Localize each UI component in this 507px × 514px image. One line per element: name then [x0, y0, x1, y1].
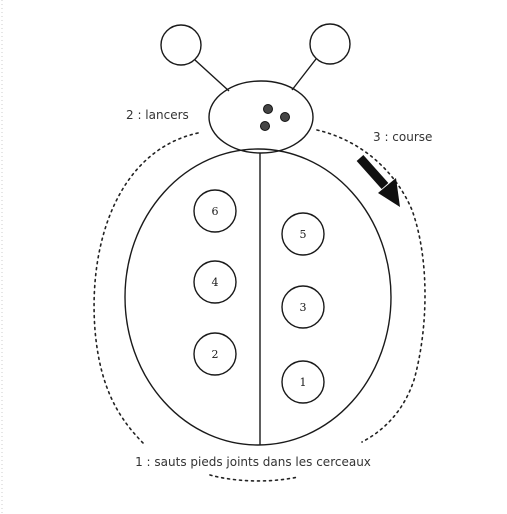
hoop-number-4: 4: [212, 276, 219, 289]
hoop-number-5: 5: [300, 228, 307, 241]
hoop-number-1: 1: [300, 376, 307, 389]
hoop-number-2: 2: [212, 348, 219, 361]
ladybug-body: [124, 148, 392, 446]
course-path: [93, 129, 426, 482]
antenna-ball-right: [309, 23, 351, 65]
antenna-stalk-right: [291, 58, 317, 91]
antenna-ball-left: [160, 24, 202, 66]
label-run: 3 : course: [373, 130, 432, 144]
antennae: [160, 23, 351, 92]
body-outline: [124, 148, 392, 446]
course-path-bottom: [209, 474, 299, 482]
hoop-2: [193, 332, 237, 376]
hoop-5: [281, 212, 325, 256]
hoop-4: [193, 260, 237, 304]
course-path-left: [93, 132, 199, 446]
ladybug-head: [208, 80, 314, 154]
hoop-number-3: 3: [300, 301, 307, 314]
run-direction-arrow-icon: [356, 155, 400, 207]
hoop-1: [281, 360, 325, 404]
hoop-3: [281, 285, 325, 329]
label-jumps: 1 : sauts pieds joints dans les cerceaux: [135, 455, 371, 469]
head-outline: [208, 80, 314, 154]
label-throws: 2 : lancers: [126, 108, 189, 122]
hoop-number-6: 6: [212, 205, 219, 218]
hoops-right: 5 3 1: [281, 212, 325, 404]
antenna-stalk-left: [194, 59, 230, 92]
course-path-right: [316, 129, 426, 443]
ball-pile-icon: [260, 104, 290, 131]
hoops-left: 6 4 2: [193, 189, 237, 376]
hoop-6: [193, 189, 237, 233]
